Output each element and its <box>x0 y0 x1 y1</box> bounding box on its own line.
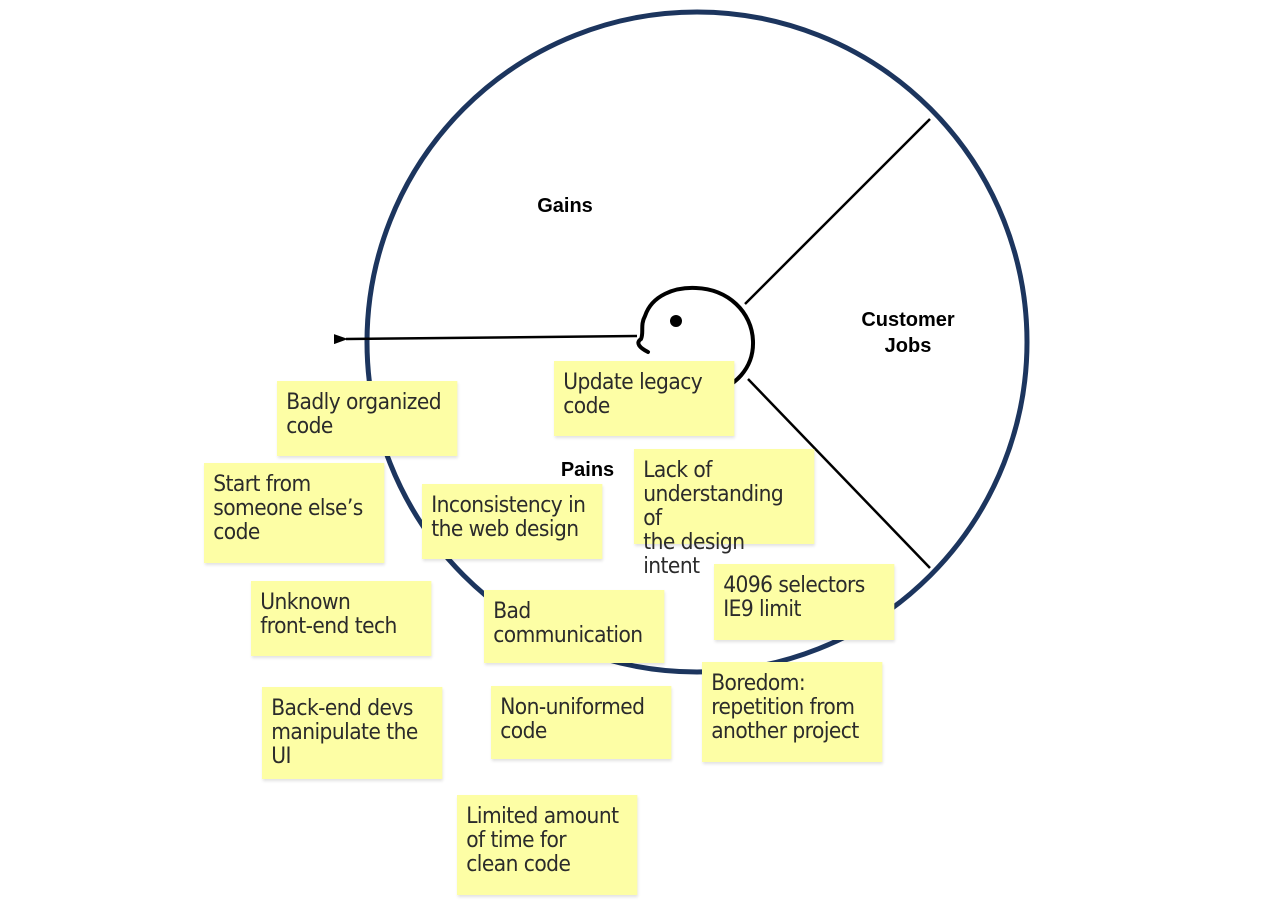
sticky-lack-of-understanding: Lack of understanding of the design inte… <box>634 449 815 579</box>
pains-label: Pains <box>560 459 615 481</box>
sticky-limited-time: Limited amount of time for clean code <box>457 795 638 895</box>
sticky-badly-organized-code: Badly organized code <box>277 381 458 456</box>
customer-profile-circle <box>364 9 1030 675</box>
sticky-back-end-devs: Back-end devs manipulate the UI <box>262 687 443 779</box>
sticky-unknown-front-end: Unknown front-end tech <box>251 581 432 656</box>
sticky-selectors-limit: 4096 selectors IE9 limit <box>714 564 895 640</box>
divider-jobs-pains <box>747 378 931 569</box>
gains-label: Gains <box>537 195 593 217</box>
divider-gains-jobs <box>744 118 931 305</box>
customer-jobs-label: Customer Jobs <box>861 309 955 357</box>
arrow-left-icon <box>333 334 638 345</box>
sticky-boredom: Boredom: repetition from another project <box>702 662 883 762</box>
sticky-inconsistency-web-design: Inconsistency in the web design <box>422 484 603 559</box>
sticky-start-from-someone-else: Start from someone else’s code <box>204 463 385 563</box>
sticky-update-legacy-code: Update legacy code <box>554 361 735 436</box>
sticky-bad-communication: Bad communication <box>484 590 665 663</box>
sticky-non-uniformed-code: Non-uniformed code <box>491 686 672 759</box>
